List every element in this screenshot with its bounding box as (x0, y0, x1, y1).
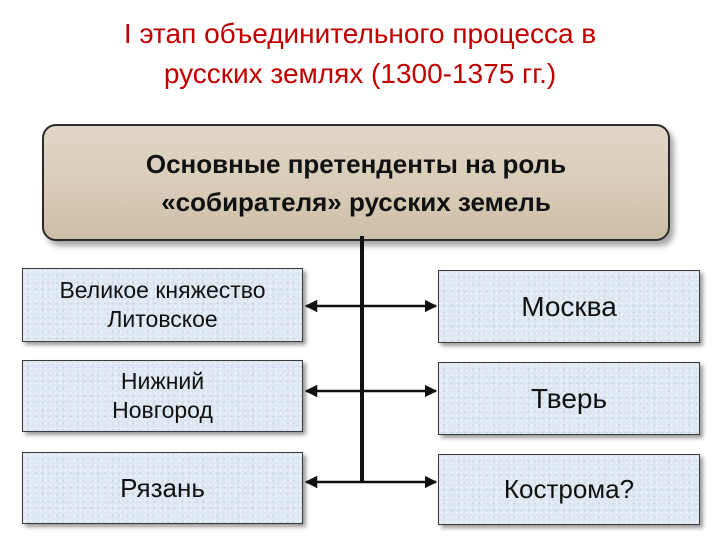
box-nizhny-novgorod: Нижний Новгород (22, 360, 303, 432)
box-nizhny-line-2: Новгород (112, 397, 213, 423)
main-box-line-2: «собирателя» русских земель (161, 186, 551, 217)
box-ryazan-label: Рязань (120, 472, 205, 503)
main-box-line-1: Основные претенденты на роль (145, 148, 567, 179)
main-box-text: Основные претенденты на роль «собирателя… (136, 145, 576, 221)
box-lithuania-line-1: Великое княжество (59, 277, 266, 303)
slide-title: I этап объединительного процесса в русск… (40, 14, 680, 94)
box-moscow: Москва (438, 270, 700, 343)
title-line-2: русских землях (1300-1375 гг.) (163, 58, 557, 89)
main-claimants-box: Основные претенденты на роль «собирателя… (42, 124, 670, 241)
box-lithuania: Великое княжество Литовское (22, 268, 303, 342)
box-ryazan: Рязань (22, 452, 303, 524)
box-nizhny-line-1: Нижний (120, 368, 205, 394)
title-line-1: I этап объединительного процесса в (123, 18, 597, 49)
box-kostroma: Кострома? (438, 454, 700, 525)
box-lithuania-line-2: Литовское (107, 306, 218, 332)
box-moscow-label: Москва (521, 290, 617, 322)
box-tver-label: Тверь (530, 382, 608, 414)
box-tver: Тверь (438, 362, 700, 435)
box-kostroma-label: Кострома? (503, 474, 635, 504)
